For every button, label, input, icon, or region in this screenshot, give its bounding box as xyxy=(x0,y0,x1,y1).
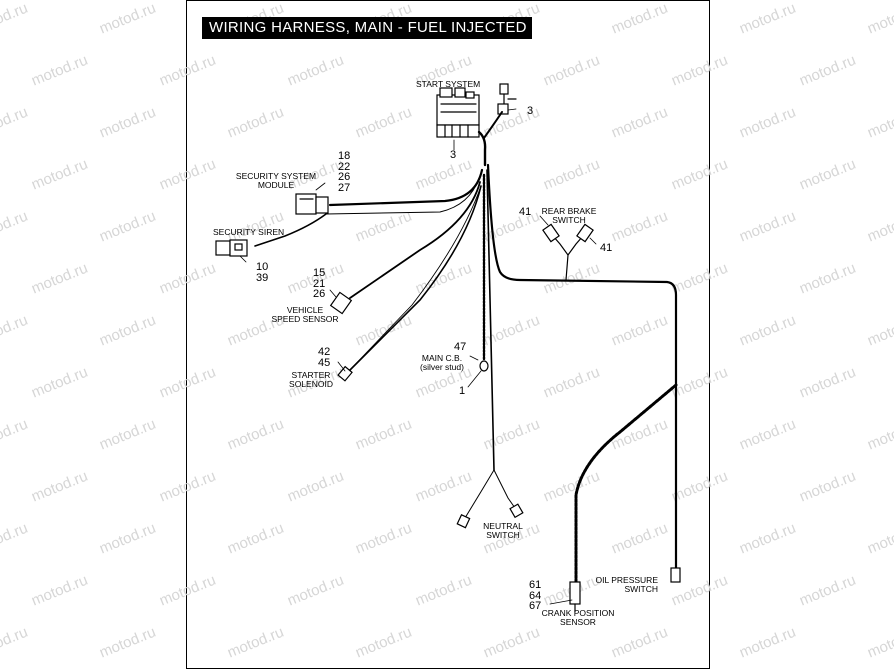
vss-label: VEHICLE SPEED SENSOR xyxy=(266,306,344,324)
crank-sensor-connector xyxy=(569,581,581,605)
label-line: SPEED SENSOR xyxy=(271,314,339,324)
label-line: MODULE xyxy=(257,180,295,190)
ref: 27 xyxy=(338,181,351,194)
neutral-switch-label: NEUTRAL SWITCH xyxy=(480,522,526,540)
crank-refs: 61 64 67 xyxy=(529,580,541,612)
label-line: SECURITY SYSTEM xyxy=(235,171,317,181)
start-system-relay xyxy=(436,87,480,138)
callout-3-below: 3 xyxy=(450,149,457,161)
main-cb-label: MAIN C.B. (silver stud) xyxy=(412,354,472,372)
label-line: OIL PRESSURE xyxy=(595,575,658,585)
ref: 22 xyxy=(338,160,351,173)
start-system-connector xyxy=(497,83,517,115)
start-system-label: START SYSTEM xyxy=(416,79,481,89)
ref: 26 xyxy=(313,288,326,300)
callout-1: 1 xyxy=(459,385,466,397)
rear-brake-label: REAR BRAKE SWITCH xyxy=(536,207,602,225)
security-module-connector xyxy=(295,193,329,215)
vss-refs: 15 21 26 xyxy=(313,268,325,300)
label-line: MAIN C.B. xyxy=(421,353,463,363)
ref: 39 xyxy=(256,271,269,284)
ref: 45 xyxy=(318,356,331,369)
security-siren-label: SECURITY SIREN xyxy=(213,227,285,237)
starter-solenoid-refs: 42 45 xyxy=(318,347,330,368)
security-siren-connector xyxy=(215,239,248,257)
starter-solenoid-label: STARTER SOLENOID xyxy=(286,371,336,389)
ref: 10 xyxy=(256,261,269,273)
label-line: REAR BRAKE xyxy=(541,206,597,216)
rear-brake-switch-connectors xyxy=(542,223,594,243)
label-line: STARTER xyxy=(291,370,331,380)
main-cb-ref: 47 xyxy=(454,341,467,353)
label-line: (silver stud) xyxy=(420,362,464,372)
label-line: NEUTRAL xyxy=(483,521,523,531)
ref: 64 xyxy=(529,589,542,602)
label-line: SENSOR xyxy=(560,617,596,627)
oil-pressure-label: OIL PRESSURE SWITCH xyxy=(590,576,658,594)
oil-pressure-terminal xyxy=(670,567,681,583)
ref: 61 xyxy=(529,579,542,591)
starter-solenoid-terminal xyxy=(337,365,353,382)
rear-brake-ref-right: 41 xyxy=(600,242,613,254)
ref: 15 xyxy=(313,267,326,279)
vss-connector xyxy=(329,291,353,315)
rear-brake-ref-left: 41 xyxy=(519,206,532,218)
label-line: CRANK POSITION xyxy=(541,608,615,618)
security-module-label: SECURITY SYSTEM MODULE xyxy=(232,172,320,190)
diagram-title: WIRING HARNESS, MAIN - FUEL INJECTED xyxy=(202,17,532,39)
label-line: SWITCH xyxy=(624,584,658,594)
ref: 42 xyxy=(318,346,331,358)
ref: 18 xyxy=(338,150,351,162)
ref: 26 xyxy=(338,171,351,183)
crank-label: CRANK POSITION SENSOR xyxy=(540,609,616,627)
security-module-refs: 18 22 26 27 xyxy=(338,151,350,193)
ref: 21 xyxy=(313,277,326,290)
neutral-switch-terminals xyxy=(456,503,524,529)
label-line: SOLENOID xyxy=(289,379,333,389)
security-siren-refs: 10 39 xyxy=(256,262,268,283)
ref: 67 xyxy=(529,600,542,612)
label-line: VEHICLE xyxy=(286,305,324,315)
label-line: SWITCH xyxy=(486,530,520,540)
callout-3-right: 3 xyxy=(527,105,534,117)
label-line: SWITCH xyxy=(552,215,586,225)
